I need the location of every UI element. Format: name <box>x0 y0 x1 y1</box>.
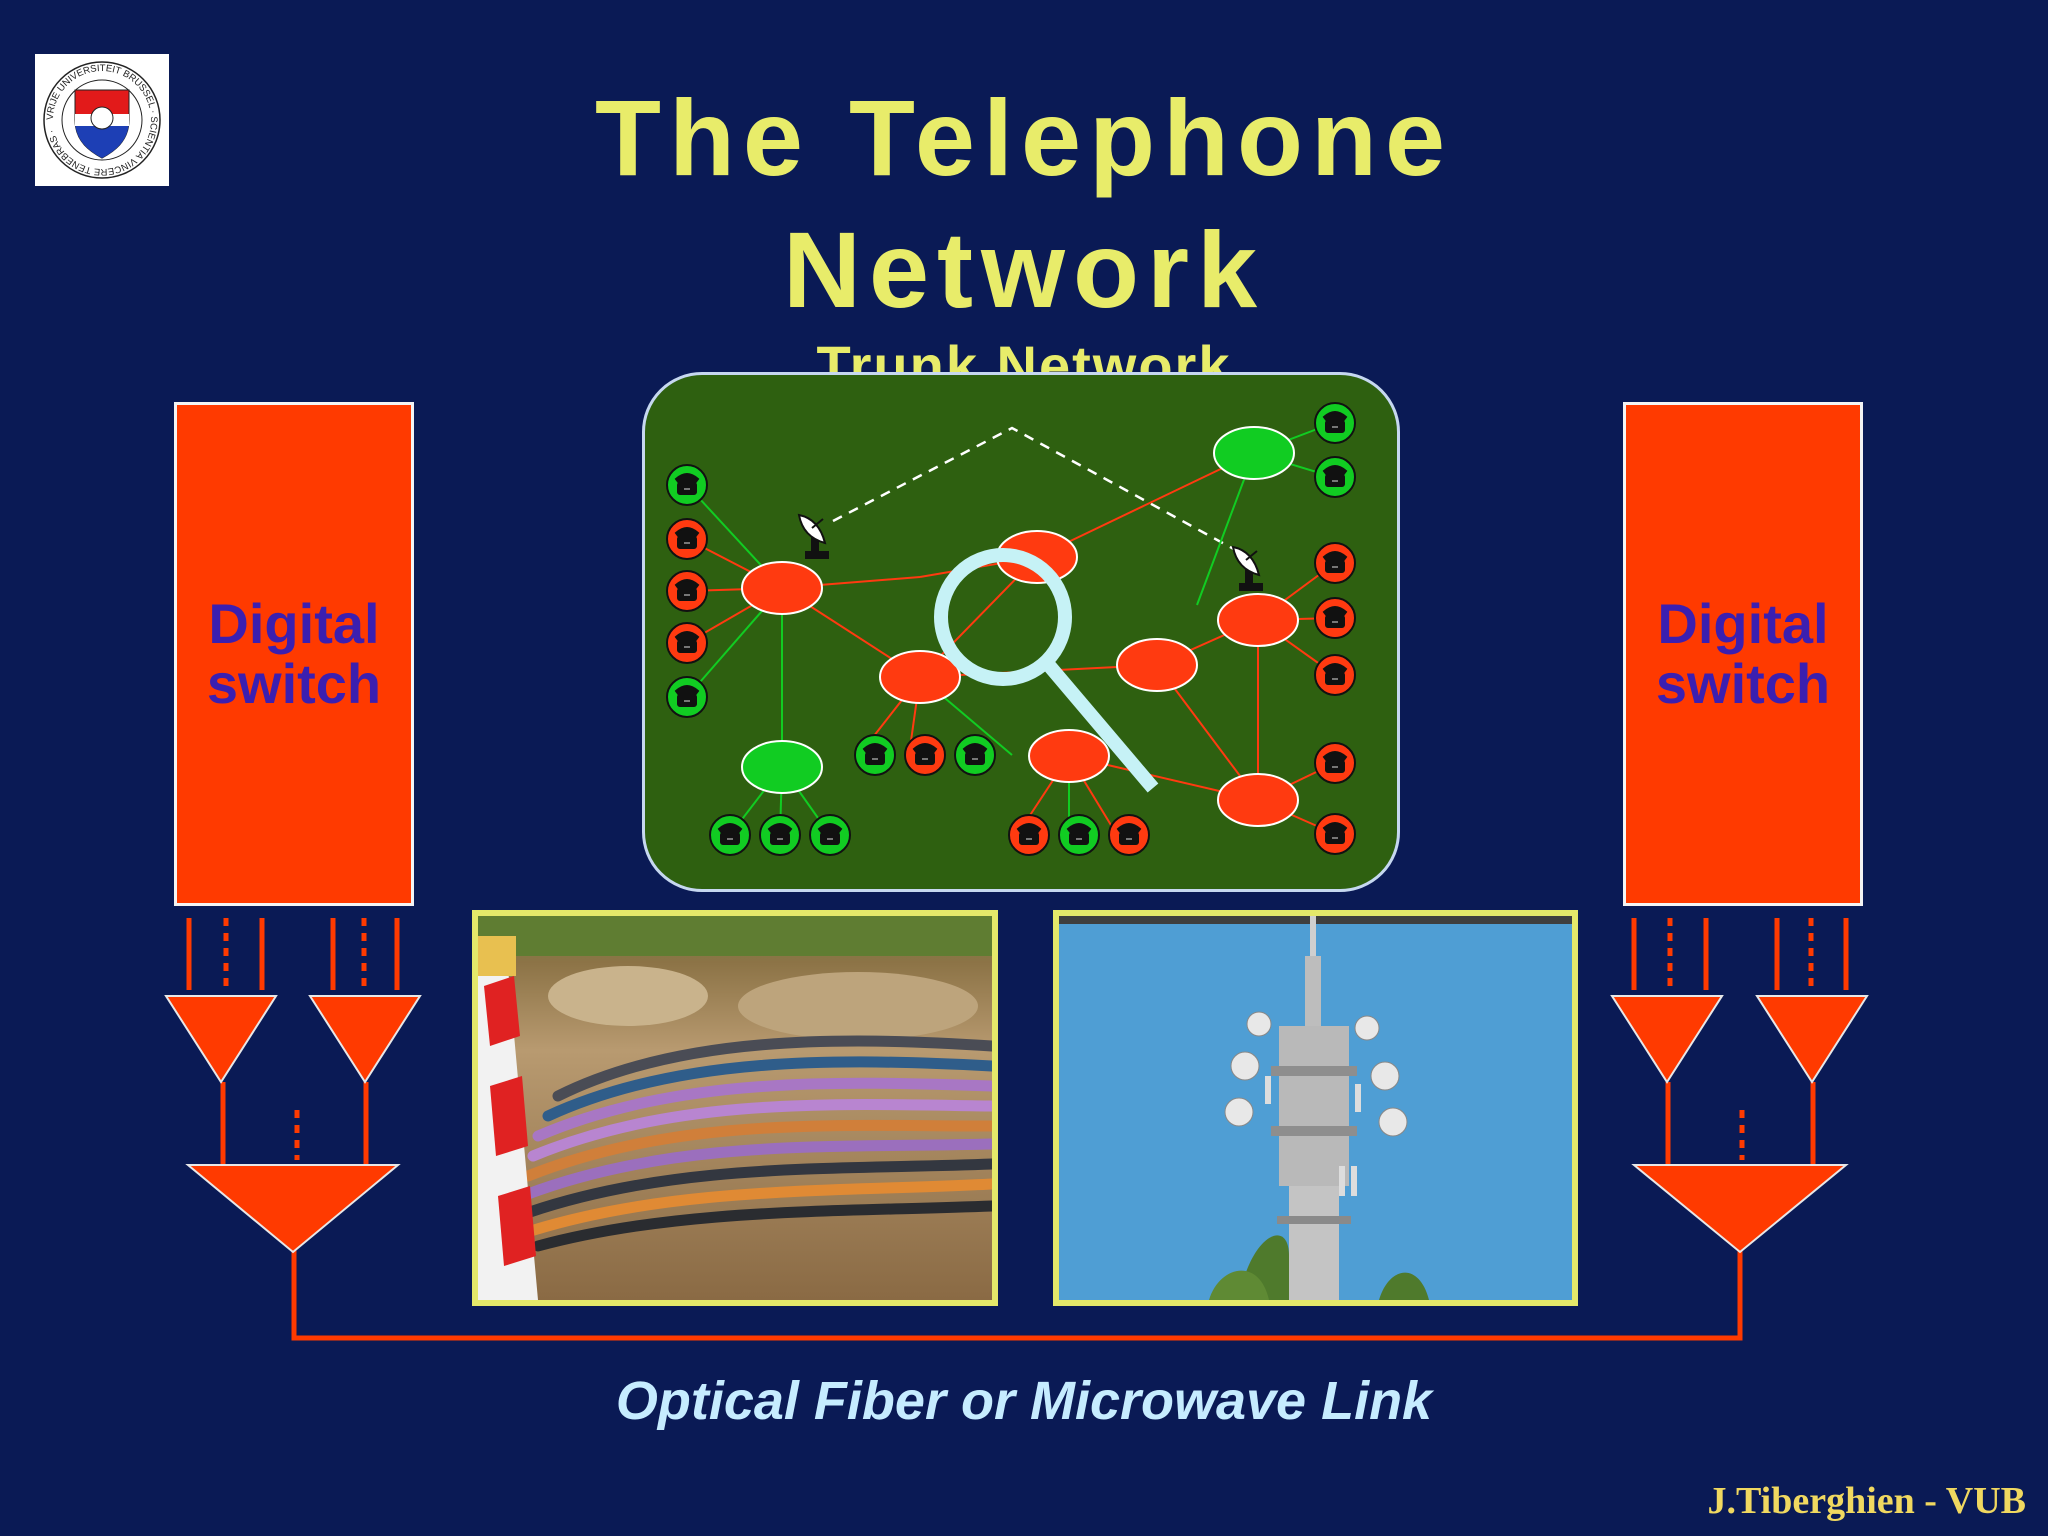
node-red <box>741 561 823 615</box>
mux-left-1 <box>164 995 278 1084</box>
telephone-icon <box>666 570 708 612</box>
telephone-icon <box>1314 402 1356 444</box>
microwave-tower-photo <box>1053 910 1578 1306</box>
trunk-network-diagram <box>642 372 1400 892</box>
node-red <box>1116 638 1198 692</box>
university-logo: VRIJE UNIVERSITEIT BRUSSEL · SCIENTIA VI… <box>35 54 169 186</box>
node-green <box>1213 426 1295 480</box>
node-red <box>1028 729 1110 783</box>
slide-title: The Telephone Network <box>0 72 2048 336</box>
node-red <box>879 650 961 704</box>
satellite-dish-icon <box>798 514 830 560</box>
title-line-1: The Telephone <box>594 77 1454 198</box>
telephone-icon <box>1314 597 1356 639</box>
telephone-icon <box>1108 814 1150 856</box>
buried-fiber-cables-photo <box>472 910 998 1306</box>
telephone-icon <box>854 734 896 776</box>
telephone-icon <box>1314 456 1356 498</box>
node-red <box>1217 773 1299 827</box>
telephone-icon <box>666 464 708 506</box>
magnifier-icon <box>934 548 1159 793</box>
mux-right-main <box>1631 1164 1849 1254</box>
slide-subtitle: Trunk Network <box>816 334 1232 376</box>
node-red <box>1217 593 1299 647</box>
digital-switch-left: Digital switch <box>174 402 414 906</box>
satellite-dish-icon <box>1232 546 1264 592</box>
telephone-icon <box>1314 654 1356 696</box>
telephone-icon <box>666 622 708 664</box>
telephone-icon <box>1314 813 1356 855</box>
telephone-icon <box>1314 542 1356 584</box>
telephone-icon <box>666 518 708 560</box>
mux-right-1 <box>1610 995 1724 1084</box>
switch-left-label-1: Digital <box>208 592 380 655</box>
title-line-2: Network <box>782 209 1266 330</box>
link-caption: Optical Fiber or Microwave Link <box>615 1371 1433 1431</box>
telephone-icon <box>1058 814 1100 856</box>
switch-right-label-1: Digital <box>1657 592 1829 655</box>
telephone-icon <box>709 814 751 856</box>
telephone-icon <box>1314 742 1356 784</box>
node-green <box>741 740 823 794</box>
telephone-icon <box>809 814 851 856</box>
mux-right-2 <box>1755 995 1869 1084</box>
telephone-icon <box>1008 814 1050 856</box>
digital-switch-right: Digital switch <box>1623 402 1863 906</box>
telephone-icon <box>904 734 946 776</box>
telephone-icon <box>666 676 708 718</box>
switch-left-label-2: switch <box>206 652 382 715</box>
telephone-icon <box>954 734 996 776</box>
author-credit: J.Tiberghien - VUB <box>1707 1480 2026 1522</box>
mux-left-main <box>185 1164 401 1254</box>
telephone-icon <box>759 814 801 856</box>
mux-left-2 <box>308 995 422 1084</box>
switch-right-label-2: switch <box>1655 652 1831 715</box>
